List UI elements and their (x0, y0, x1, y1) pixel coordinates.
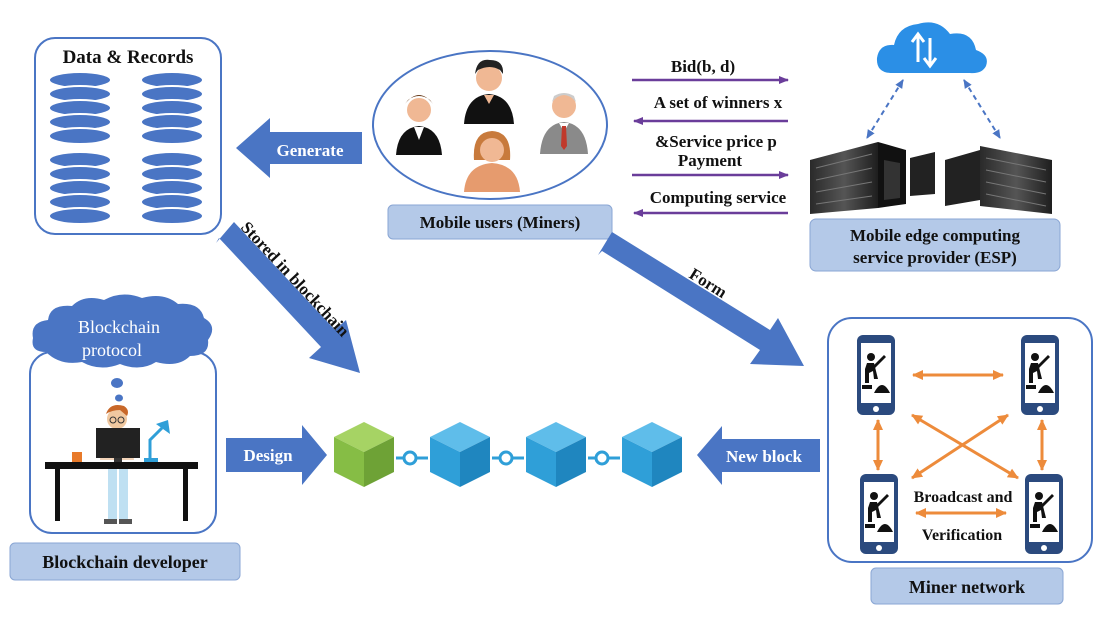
esp-label-box: Mobile edge computing service provider (… (809, 218, 1061, 272)
blockchain (334, 422, 682, 487)
mobile-users-label: Mobile users (Miners) (420, 213, 581, 232)
generate-label: Generate (276, 141, 343, 160)
server-icon (945, 146, 1052, 214)
phone-miner-icon (1021, 335, 1059, 415)
thought-line2: protocol (82, 340, 142, 360)
mobile-users-group (372, 50, 608, 200)
cloud-icon (876, 22, 987, 74)
user-icon (540, 93, 588, 154)
database-icon (48, 71, 112, 145)
user-icon (396, 95, 442, 155)
form-arrow: Form (598, 232, 804, 366)
winners-label: A set of winners x (654, 93, 783, 112)
stored-in-blockchain-arrow: Stored in blockchain (216, 218, 360, 373)
message-arrows: Bid(b, d) A set of winners x &Service pr… (632, 57, 789, 217)
new-block-arrow: New block (697, 426, 820, 485)
user-icon (464, 59, 514, 124)
broadcast-label-line2: Verification (922, 527, 1002, 544)
design-label: Design (243, 446, 293, 465)
chain-link-icon (588, 450, 620, 466)
database-icon (140, 151, 204, 225)
computing-label: Computing service (650, 188, 787, 207)
esp-label-line1: Mobile edge computing (850, 226, 1020, 245)
server-icon (810, 142, 935, 214)
phone-miner-icon (857, 335, 895, 415)
new-block-label: New block (726, 447, 803, 466)
phone-miner-icon (860, 474, 898, 554)
miner-network-label: Miner network (909, 577, 1025, 597)
data-records-title: Data & Records (63, 47, 194, 68)
developer-label: Blockchain developer (42, 552, 208, 572)
thought-line1: Blockchain (78, 317, 160, 337)
generate-arrow: Generate (236, 118, 362, 178)
developer-label-box: Blockchain developer (9, 542, 241, 581)
bid-label: Bid(b, d) (671, 57, 735, 76)
cube-icon (622, 422, 682, 487)
database-icon (140, 71, 204, 145)
payment-label: Payment (678, 151, 743, 170)
network-links (873, 370, 1047, 518)
data-records-box: Data & Records (34, 37, 222, 235)
developer-icon (45, 405, 198, 524)
cube-icon (526, 422, 586, 487)
thought-bubble: Blockchain protocol (32, 294, 213, 402)
cube-icon (430, 422, 490, 487)
broadcast-label-line1: Broadcast and (914, 489, 1013, 506)
user-icon (464, 131, 520, 192)
chain-link-icon (492, 450, 524, 466)
mobile-users-label-box: Mobile users (Miners) (387, 204, 613, 240)
miner-network-box: Broadcast and Verification (827, 317, 1093, 563)
chain-link-icon (396, 450, 428, 466)
cube-icon (334, 422, 394, 487)
design-arrow: Design (226, 425, 327, 485)
price-label: &Service price p (655, 132, 777, 151)
esp-label-line2: service provider (ESP) (853, 248, 1017, 267)
miner-network-label-box: Miner network (870, 567, 1064, 605)
phone-miner-icon (1025, 474, 1063, 554)
stored-label: Stored in blockchain (237, 218, 353, 341)
database-icon (48, 151, 112, 225)
